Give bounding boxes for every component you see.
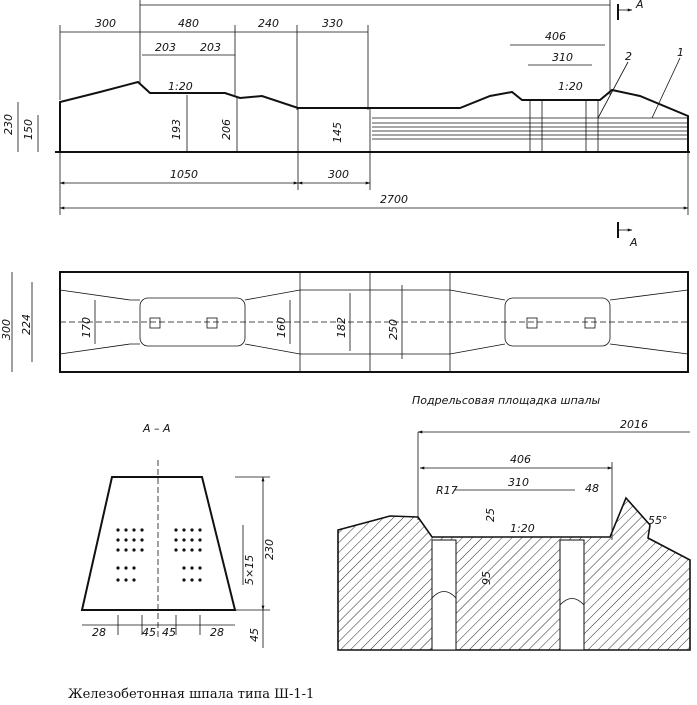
side-view: 300 480 240 330 203 203 406 310 1:20 1:2… bbox=[2, 0, 690, 249]
dim-2700: 2700 bbox=[380, 193, 408, 206]
dim-rail-55deg: 55° bbox=[648, 514, 668, 527]
dim-rail-25: 25 bbox=[484, 508, 497, 522]
dim-406: 406 bbox=[545, 30, 566, 43]
dim-480: 480 bbox=[178, 17, 199, 30]
dim-150: 150 bbox=[22, 119, 35, 140]
dim-rail-2016: 2016 bbox=[620, 418, 648, 431]
dim-rail-48: 48 bbox=[585, 482, 599, 495]
dowel-hole-2 bbox=[585, 99, 599, 153]
dim-sec-45-right: 45 bbox=[162, 626, 176, 639]
bolt-hole-4 bbox=[584, 317, 596, 329]
dim-1050: 1050 bbox=[170, 168, 198, 181]
section-mark-bottom: A bbox=[629, 236, 638, 249]
dim-203-a: 203 bbox=[155, 41, 176, 54]
section-mark-top: A bbox=[635, 0, 644, 11]
dim-203-b: 203 bbox=[200, 41, 221, 54]
dim-rail-310: 310 bbox=[508, 476, 529, 489]
dim-sec-45: 45 bbox=[248, 628, 261, 642]
strand-group-left bbox=[116, 528, 144, 582]
callout-2: 2 bbox=[625, 50, 632, 63]
dim-310: 310 bbox=[552, 51, 573, 64]
dim-330: 330 bbox=[322, 17, 343, 30]
sleeper-side-outline bbox=[59, 80, 689, 153]
dim-145: 145 bbox=[331, 122, 344, 143]
dim-plan-170: 170 bbox=[80, 317, 93, 338]
dim-plan-224: 224 bbox=[20, 314, 33, 335]
dim-300-bottom: 300 bbox=[328, 168, 349, 181]
bolt-hole-3 bbox=[526, 317, 538, 329]
dim-sec-230: 230 bbox=[263, 539, 276, 560]
dim-rail-r17: R17 bbox=[436, 484, 458, 497]
dim-plan-182: 182 bbox=[335, 317, 348, 338]
dim-240: 240 bbox=[258, 17, 279, 30]
dim-sec-28-left: 28 bbox=[92, 626, 106, 639]
slope-left: 1:20 bbox=[168, 80, 193, 93]
dowel-hole-1 bbox=[529, 99, 543, 153]
section-aa: A – A 230 5×15 45 28 45 4 bbox=[80, 422, 276, 648]
section-aa-outline bbox=[80, 476, 237, 611]
dim-230: 230 bbox=[2, 114, 15, 135]
figure-caption: Железобетонная шпала типа Ш-1-1 bbox=[68, 687, 314, 702]
slope-right: 1:20 bbox=[558, 80, 583, 93]
dim-206: 206 bbox=[220, 119, 233, 140]
dim-plan-300: 300 bbox=[0, 319, 13, 340]
rail-seat-section-body bbox=[337, 496, 691, 651]
dim-plan-160: 160 bbox=[275, 317, 288, 338]
dim-rail-95: 95 bbox=[480, 571, 493, 585]
dim-plan-250: 250 bbox=[387, 319, 400, 340]
rail-seat-title: Подрельсовая площадка шпалы bbox=[412, 394, 601, 407]
bolt-hole-2 bbox=[206, 317, 218, 329]
dim-sec-45-left: 45 bbox=[142, 626, 156, 639]
bolt-hole-1 bbox=[149, 317, 161, 329]
strand-group-right bbox=[174, 528, 202, 582]
dim-sec-28-right: 28 bbox=[210, 626, 224, 639]
dim-rail-406: 406 bbox=[510, 453, 531, 466]
dim-sec-5x15: 5×15 bbox=[243, 555, 256, 585]
dim-193: 193 bbox=[170, 119, 183, 140]
callout-1: 1 bbox=[677, 46, 684, 59]
rail-seat-detail: Подрельсовая площадка шпалы 2016 406 R17… bbox=[337, 394, 691, 651]
section-aa-title: A – A bbox=[142, 422, 171, 435]
plan-view: 300 224 170 160 182 250 bbox=[0, 271, 689, 373]
rail-seat-slope: 1:20 bbox=[510, 522, 535, 535]
dim-300: 300 bbox=[95, 17, 116, 30]
